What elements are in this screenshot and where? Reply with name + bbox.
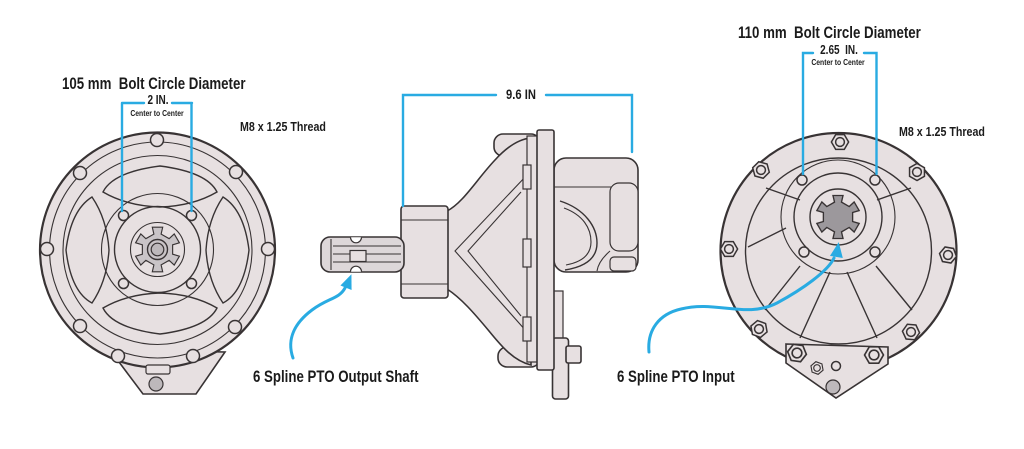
dim-side-width <box>401 93 634 208</box>
front-tab-hole <box>148 376 164 392</box>
front-center-distance-label: 2 IN. <box>147 93 169 107</box>
input-spline-arrow <box>647 242 843 354</box>
side-bottom-bracket <box>551 290 582 400</box>
side-view <box>320 129 639 400</box>
annotations <box>120 51 878 360</box>
dim-rear-center-to-center <box>801 51 878 176</box>
rear-web-spokes <box>747 187 913 339</box>
side-pto-output-shaft <box>320 236 405 273</box>
side-width-label: 9.6 IN <box>506 86 536 102</box>
front-center-note-label: Center to Center <box>130 108 184 118</box>
rear-center-distance-label: 2.65 IN. <box>820 43 858 57</box>
front-view <box>38 131 277 395</box>
output-shaft-arrow <box>289 274 352 360</box>
rear-mount-tab <box>785 342 889 399</box>
rear-bolt-circle-label: 110 mm Bolt Circle Diameter <box>738 23 921 42</box>
input-spline-label: 6 Spline PTO Input <box>617 367 735 386</box>
front-rim-bolt-holes <box>39 132 276 364</box>
front-web-cutouts <box>65 165 250 335</box>
rear-thread-label: M8 x 1.25 Thread <box>899 124 985 139</box>
side-bell-housing <box>446 137 532 367</box>
output-shaft-label: 6 Spline PTO Output Shaft <box>253 367 419 386</box>
rear-center-note-label: Center to Center <box>811 57 865 67</box>
rear-view <box>719 131 959 399</box>
dim-front-center-to-center <box>120 101 194 213</box>
side-input-housing <box>553 157 639 273</box>
front-thread-label: M8 x 1.25 Thread <box>240 119 326 134</box>
front-output-hub <box>100 192 215 307</box>
front-bolt-circle-label: 105 mm Bolt Circle Diameter <box>62 74 246 93</box>
side-flange-plate <box>536 129 555 371</box>
side-output-collar <box>400 205 449 299</box>
